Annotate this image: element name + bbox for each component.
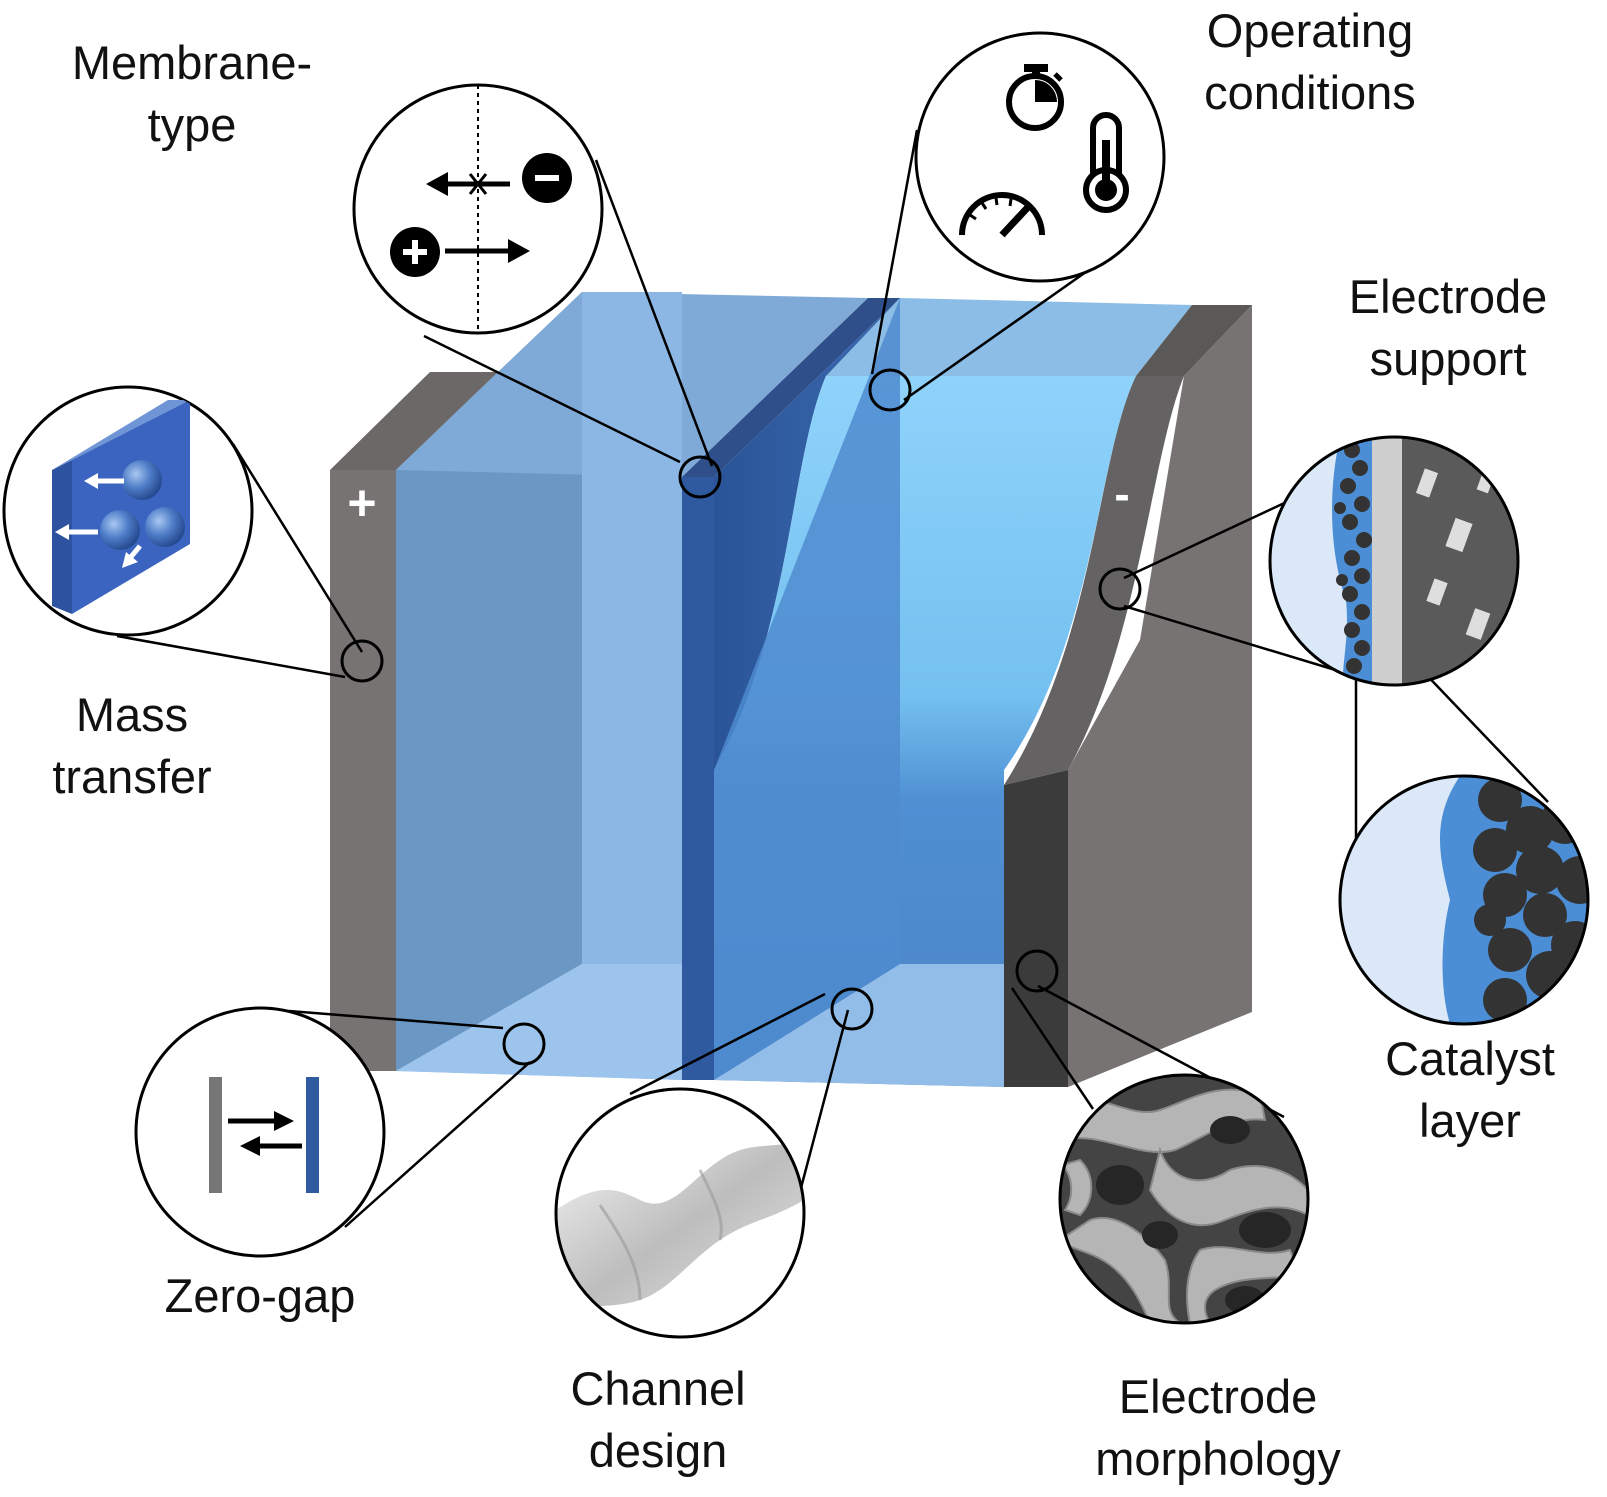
label-zero-gap: Zero-gap: [164, 1269, 356, 1322]
mass-transfer-callout: [2, 385, 254, 637]
label-membrane-type: Membrane- type: [71, 36, 313, 151]
callout-lines: [116, 129, 1549, 1228]
electrode-support-callout: [1268, 435, 1520, 687]
catholyte-top: [826, 298, 1192, 376]
cathode-top-face: [1136, 305, 1252, 376]
cathode-curved-face: [1004, 376, 1184, 785]
anchor-cathode-morphology: [1015, 949, 1059, 993]
label-channel-design: Channel design: [570, 1362, 746, 1477]
pass-arrow-icon: [445, 239, 530, 263]
exchange-arrows-icon: [228, 1111, 302, 1156]
anchor-zero-gap: [502, 1022, 546, 1066]
stopwatch-icon: [1006, 64, 1064, 131]
zero-gap-callout: [134, 1006, 386, 1258]
catalyst-particles-icon: [1340, 776, 1588, 1024]
cell-body: + -: [330, 292, 1252, 1087]
cathode-side: [1068, 305, 1252, 1087]
electrode-morphology-callout: [1058, 1073, 1310, 1325]
thermometer-icon: [1083, 112, 1129, 213]
twisted-channel-icon: [556, 1140, 804, 1320]
membrane-top: [682, 298, 900, 477]
membrane-front: [682, 477, 714, 1080]
negative-terminal-sign: -: [1114, 468, 1129, 520]
anchor-cathode-support: [1098, 567, 1142, 611]
label-electrode-support: Electrode support: [1348, 270, 1548, 385]
channel-design-callout: [554, 1087, 806, 1339]
anolyte-back-wall: [396, 292, 582, 1071]
positive-terminal-sign: +: [347, 475, 376, 531]
catalyst-layer-callout: [1338, 774, 1590, 1026]
cation-plus-icon: [390, 227, 440, 277]
operating-conditions-callout: [914, 31, 1166, 283]
anchor-anode: [340, 639, 384, 683]
membrane-type-callout: [352, 83, 604, 335]
flow-arrow-icon: [55, 473, 142, 568]
anode-plate: [330, 470, 396, 1071]
catholyte-front: [714, 298, 900, 1080]
anchor-catholyte: [868, 368, 912, 412]
electrode-plate-icon: [209, 1077, 222, 1193]
porous-support-icon: [1270, 437, 1518, 685]
blocked-arrow-icon: [426, 172, 510, 196]
label-electrode-morphology: Electrode morphology: [1095, 1370, 1341, 1485]
label-operating-conditions: Operating conditions: [1204, 4, 1416, 119]
cathode-front: [1004, 770, 1068, 1087]
membrane-face: [714, 298, 900, 1080]
label-catalyst-layer: Catalyst layer: [1385, 1032, 1555, 1147]
anode-top-face: [330, 372, 498, 470]
gauge-icon: [959, 192, 1045, 238]
anion-minus-icon: [522, 153, 572, 203]
particle-icon: [122, 460, 162, 500]
electrode-block-icon: [52, 460, 72, 614]
label-mass-transfer: Mass transfer: [52, 688, 212, 803]
porous-foam-icon: [1060, 1075, 1308, 1323]
anchor-membrane: [678, 455, 722, 499]
catholyte-floor: [714, 964, 1004, 1087]
anolyte-front: [396, 292, 682, 1080]
anchor-channel: [830, 987, 874, 1031]
